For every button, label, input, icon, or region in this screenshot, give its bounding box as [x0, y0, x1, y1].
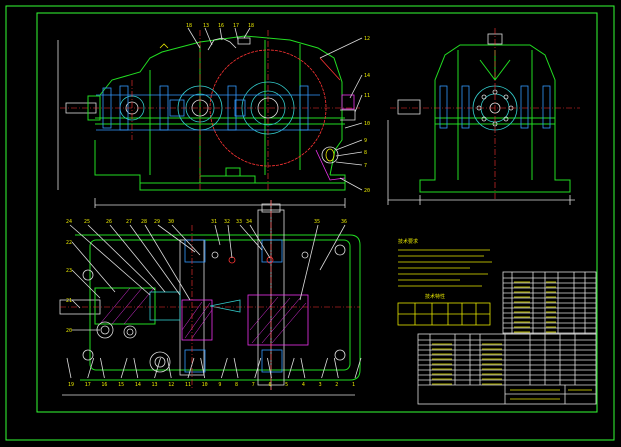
bottom-callout: 11 [185, 382, 191, 388]
side-view [387, 28, 580, 205]
front-callout-5: 18 [248, 23, 254, 29]
top-left-callout-1: 22 [66, 240, 72, 246]
bottom-callout: 9 [218, 382, 221, 388]
top-view: 24 25 26 27 28 29 30 31 32 33 34 35 36 2… [59, 200, 362, 396]
top-callout-13: 36 [341, 219, 347, 225]
bottom-callout-leader [220, 357, 228, 379]
front-callout-10: 9 [364, 138, 367, 144]
bottom-callout: 5 [285, 382, 288, 388]
bottom-callout-leader [321, 357, 328, 379]
front-callout-13: 20 [364, 188, 370, 194]
bottom-callout: 4 [302, 382, 305, 388]
bottom-callout: 3 [319, 382, 322, 388]
front-callout-9: 10 [364, 121, 370, 127]
technical-notes: 技术要求 技术特性 [397, 238, 492, 326]
parts-list [417, 271, 597, 405]
bottom-callout-leader [200, 357, 206, 379]
table-heading: 技术特性 [425, 293, 445, 300]
bottom-callout: 16 [101, 382, 107, 388]
bottom-callout-leader [87, 357, 95, 379]
bottom-callout-leader [354, 357, 362, 379]
top-callout-7: 30 [168, 219, 174, 225]
top-callout-1: 24 [66, 219, 72, 225]
bottom-callout-leader [133, 357, 139, 379]
notes-heading: 技术要求 [398, 238, 418, 245]
top-callout-4: 27 [126, 219, 132, 225]
bottom-callout: 14 [135, 382, 141, 388]
top-left-callout-3: 21 [66, 298, 72, 304]
top-callout-10: 33 [236, 219, 242, 225]
bottom-callout: 13 [152, 382, 158, 388]
bottom-callout-leader [287, 357, 295, 379]
front-callout-12: 7 [364, 163, 367, 169]
top-callout-5: 28 [141, 219, 147, 225]
bottom-callout: 1 [352, 382, 355, 388]
front-callout-6: 12 [364, 36, 370, 42]
bottom-callout-leader [66, 357, 72, 379]
front-callout-8: 11 [364, 93, 370, 99]
bottom-callout: 12 [168, 382, 174, 388]
front-callout-3: 16 [218, 23, 224, 29]
top-left-callout-4: 20 [66, 328, 72, 334]
bottom-callout-leader [120, 357, 128, 379]
bottom-callout-leader [154, 357, 161, 379]
top-callout-3: 26 [106, 219, 112, 225]
top-callout-12: 35 [314, 219, 320, 225]
sheet-frame [5, 5, 615, 441]
front-callout-7: 14 [364, 73, 370, 79]
top-callout-8: 31 [211, 219, 217, 225]
bottom-callout-leader [100, 357, 105, 379]
bottom-callout-leader [267, 357, 272, 379]
bottom-callout: 10 [202, 382, 208, 388]
bottom-callout-row: 19 17 16 15 14 13 12 11 10 9 8 7 6 5 4 3 2 1 [66, 357, 362, 388]
bottom-callout-leader [233, 357, 239, 379]
front-view: 18 13 16 17 18 12 14 11 10 9 8 7 20 [57, 23, 370, 208]
bottom-callout-leader [166, 357, 172, 379]
top-callout-11: 34 [246, 219, 252, 225]
bottom-callout: 8 [235, 382, 238, 388]
top-callout-6: 29 [154, 219, 160, 225]
top-left-callout-2: 23 [66, 268, 72, 274]
front-callout-2: 13 [203, 23, 209, 29]
top-callout-9: 32 [224, 219, 230, 225]
bottom-callout: 6 [268, 382, 271, 388]
top-callout-2: 25 [84, 219, 90, 225]
bottom-callout: 17 [85, 382, 91, 388]
bottom-callout-leader [254, 357, 262, 379]
bottom-callout-leader [333, 357, 339, 379]
bottom-callout: 7 [252, 382, 255, 388]
front-callout-4: 17 [233, 23, 239, 29]
bottom-callout-leader [300, 357, 306, 379]
bottom-callout-leader [187, 357, 195, 379]
front-callout-1: 18 [186, 23, 192, 29]
front-callout-11: 8 [364, 150, 367, 156]
bottom-callout: 2 [335, 382, 338, 388]
bottom-callout: 15 [118, 382, 124, 388]
bottom-callout: 19 [68, 382, 74, 388]
